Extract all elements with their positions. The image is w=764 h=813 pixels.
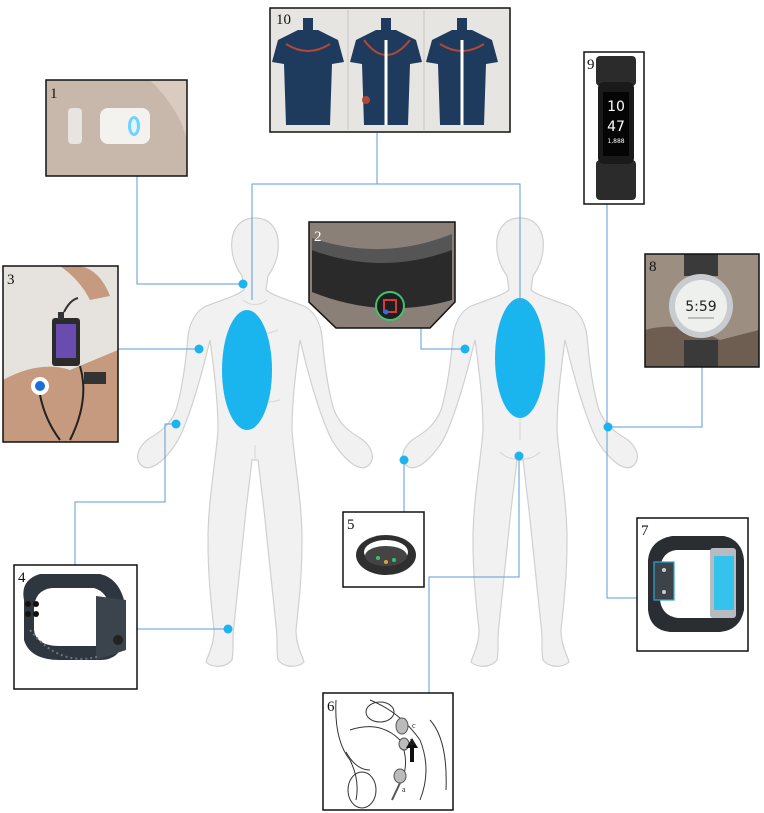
watch9-steps: 1,888 — [607, 138, 624, 145]
panel-3-number: 3 — [7, 272, 15, 288]
panel-1-skin-patch: 1 — [45, 79, 188, 177]
panel-1-number: 1 — [50, 86, 58, 102]
ring-icon — [356, 535, 416, 575]
panel-6-number: 6 — [327, 699, 335, 715]
panel-9-fitness-tracker: 10 47 1,888 9 — [583, 51, 645, 205]
watch9-hour: 10 — [607, 99, 625, 115]
anatomy-diagram-icon: c b a — [335, 699, 447, 809]
phone-monitor-icon — [31, 297, 106, 441]
panel-10-smart-shirt: 10 — [269, 7, 511, 133]
watch8-time: 5:59 — [685, 299, 716, 315]
chest-strap-icon — [312, 234, 452, 321]
panel-6-anatomy: c b a 6 — [322, 692, 454, 811]
panel-2-number: 2 — [314, 229, 322, 245]
smartwatch-icon: 5:59 — [669, 254, 733, 367]
panel-2-chest-strap: 2 — [308, 221, 456, 329]
panel-4-wristband: 4 — [13, 564, 138, 690]
panel-5-ring: 5 — [342, 511, 425, 588]
panel-9-number: 9 — [587, 57, 595, 73]
back-torso-sensor-area — [495, 298, 545, 418]
watch9-minute: 47 — [607, 119, 625, 135]
patch-icon — [68, 108, 150, 144]
shirt-icon — [272, 10, 498, 130]
panel-7-number: 7 — [641, 523, 649, 539]
wristband-icon — [23, 574, 126, 660]
panel-4-number: 4 — [18, 570, 26, 586]
panel-8-smartwatch: 5:59 8 — [644, 253, 760, 368]
panel-10-number: 10 — [276, 12, 291, 28]
smart-band-icon — [648, 536, 744, 632]
panel-7-smart-band: 7 — [636, 517, 749, 652]
anatomy-label-b: b — [410, 738, 414, 747]
callout-lines — [74, 133, 703, 693]
anatomy-label-a: a — [402, 785, 406, 794]
panel-3-arm-monitor: 3 — [2, 265, 119, 443]
anatomy-label-c: c — [412, 721, 416, 730]
panel-8-number: 8 — [649, 259, 657, 275]
panel-5-number: 5 — [347, 517, 355, 533]
sensor-dots — [171, 279, 613, 634]
front-torso-sensor-area — [222, 310, 272, 430]
fitness-tracker-icon: 10 47 1,888 — [596, 56, 636, 200]
